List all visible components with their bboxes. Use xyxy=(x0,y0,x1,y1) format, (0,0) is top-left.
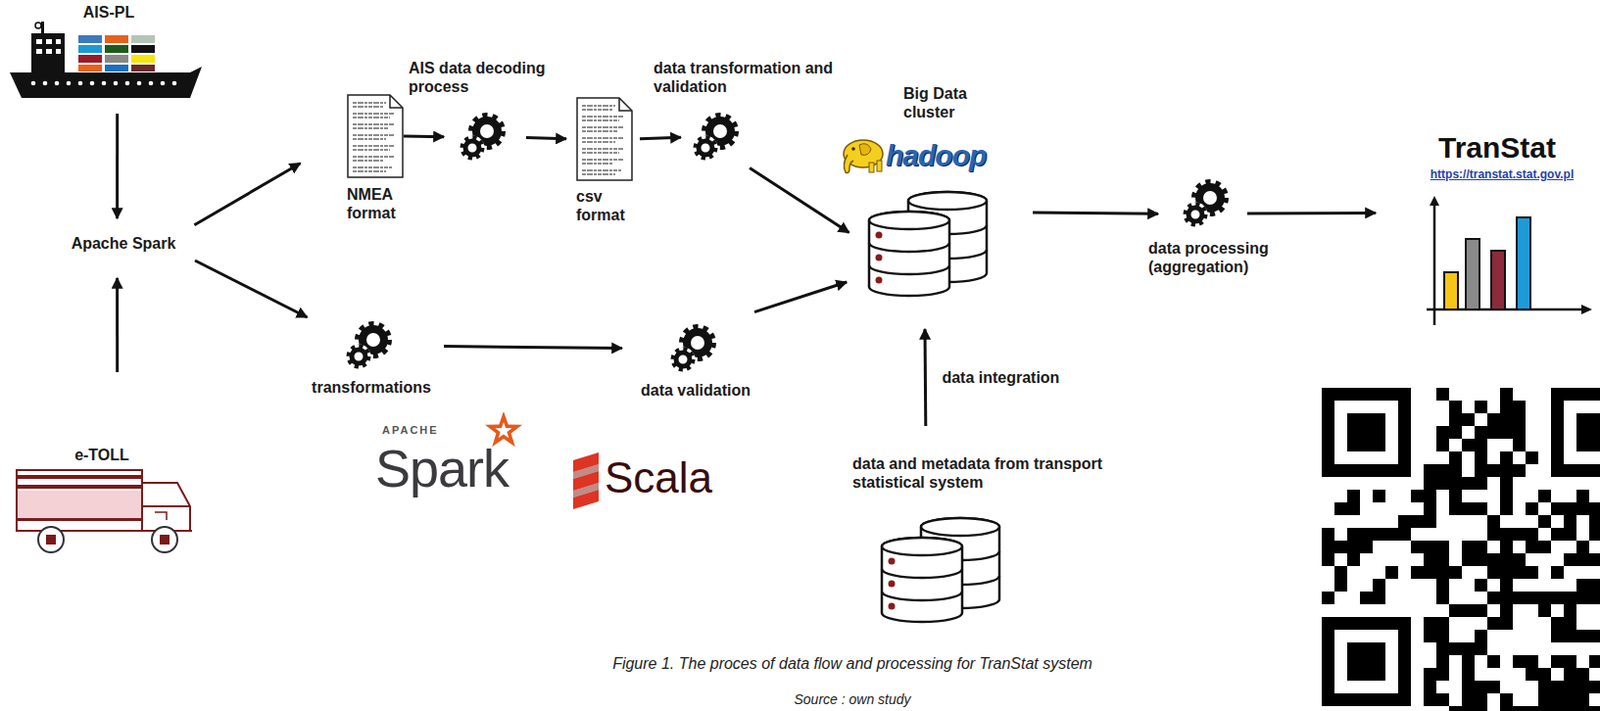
truck-icon xyxy=(15,469,194,556)
flow-arrow xyxy=(749,168,850,234)
transform-process: transformations xyxy=(311,321,432,397)
node-label: data validation xyxy=(640,381,751,400)
logo-text: Spark xyxy=(375,440,509,496)
validation-process: data validation xyxy=(640,324,751,400)
nmea-file: NMEA format xyxy=(346,94,410,223)
node-label: Apache Spark xyxy=(71,234,177,253)
flow-arrow xyxy=(443,346,623,349)
gear-icon xyxy=(457,112,507,162)
flow-arrow xyxy=(1032,212,1159,214)
spark-node: Apache Spark xyxy=(71,234,177,253)
ship-icon xyxy=(9,21,202,100)
logo-text: Source : own study xyxy=(793,691,911,708)
flow-arrow xyxy=(403,135,444,140)
csv-file: csv format xyxy=(576,96,639,225)
edge-label: data integration xyxy=(939,368,1062,388)
flow-arrow xyxy=(526,138,567,140)
logo-text: Scala xyxy=(604,454,713,502)
gear-icon xyxy=(668,324,718,374)
flow-arrow xyxy=(115,113,119,219)
node-label: NMEA format xyxy=(346,185,410,223)
database-node: Big Data cluster hadoop xyxy=(867,84,990,300)
gear-icon xyxy=(1180,179,1230,229)
flow-arrow xyxy=(923,329,928,427)
document-icon xyxy=(346,94,404,179)
node-label: transformations xyxy=(311,378,432,397)
flow-arrow xyxy=(193,163,300,226)
gear-icon xyxy=(690,112,740,162)
transtat-node: TranStat https://transtat.stat.gov.pl xyxy=(1426,131,1594,326)
flow-arrow xyxy=(115,278,119,373)
node-label: data processing (aggregation) xyxy=(1148,239,1286,277)
flow-arrow xyxy=(194,260,308,318)
truck-node: e-TOLL xyxy=(15,445,194,556)
hadoop-elephant xyxy=(839,135,887,177)
figure-caption: Figure 1. The proces of data flow and pr… xyxy=(612,654,1093,674)
decode-process: AIS data decoding process xyxy=(408,58,571,162)
flow-arrow xyxy=(639,137,681,140)
node-label: data transformation and validation xyxy=(653,58,835,97)
node-label: csv format xyxy=(576,187,639,225)
scala-icon xyxy=(571,451,601,511)
node-label: AIS-PL xyxy=(83,2,135,22)
node-label: e-TOLL xyxy=(74,445,130,465)
database-node: data and metadata from transport statist… xyxy=(852,454,1147,627)
gear-icon xyxy=(343,321,393,371)
ship-node: AIS-PL xyxy=(9,2,202,100)
qr-code xyxy=(1321,387,1600,711)
node-label: data and metadata from transport statist… xyxy=(852,454,1147,492)
document-icon xyxy=(576,96,633,182)
node-label: Big Data cluster xyxy=(903,84,982,122)
transform-process: data transformation and validation xyxy=(653,58,835,162)
database-icon xyxy=(867,189,990,300)
flow-arrow xyxy=(754,282,847,313)
node-label: TranStat xyxy=(1438,131,1556,165)
aggregation-process: data processing (aggregation) xyxy=(1148,179,1286,277)
node-label: hadoop xyxy=(885,139,986,173)
bar-chart-icon xyxy=(1426,195,1594,326)
flow-arrow xyxy=(1247,211,1376,216)
node-label: AIS data decoding process xyxy=(408,58,571,97)
database-icon xyxy=(879,515,1003,627)
node-label: https://transtat.stat.gov.pl xyxy=(1430,167,1574,183)
logo-text: APACHE xyxy=(382,424,439,437)
